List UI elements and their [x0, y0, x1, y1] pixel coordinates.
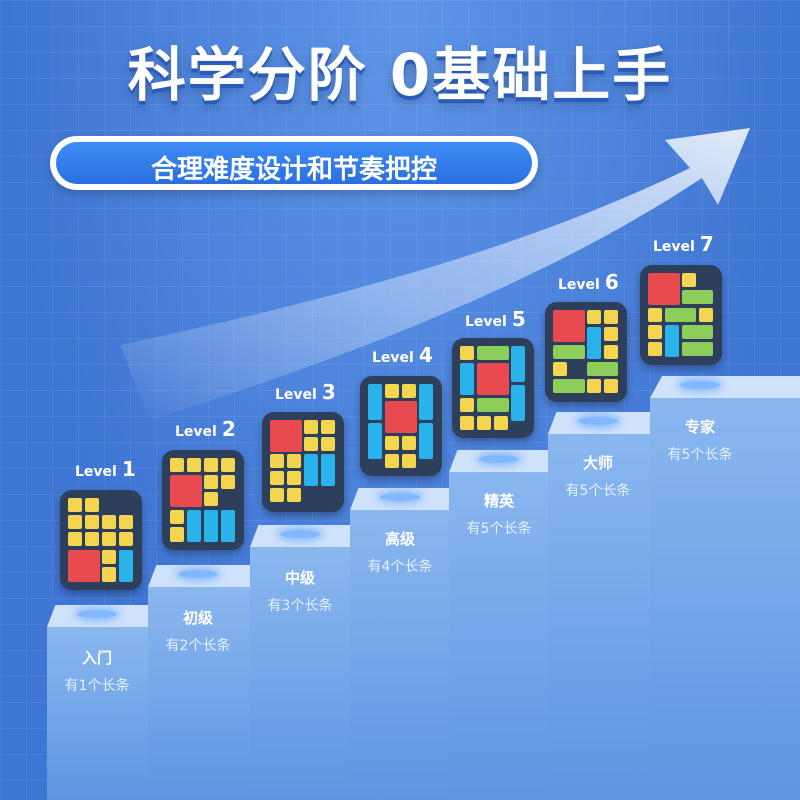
step-desc: 有1个长条	[64, 678, 130, 694]
puzzle-card-icon	[640, 265, 722, 365]
step-name: 精英	[483, 492, 514, 510]
step-name: 中级	[284, 569, 315, 587]
step-name: 大师	[582, 454, 613, 472]
step-desc: 有4个长条	[367, 559, 433, 575]
step-1: 入门 有1个长条	[47, 605, 152, 800]
step-4: 高级 有4个长条	[350, 488, 455, 800]
step-desc: 有5个长条	[667, 447, 733, 463]
step-desc: 有5个长条	[565, 483, 631, 499]
puzzle-card-icon	[60, 490, 142, 590]
step-name: 初级	[182, 609, 213, 627]
step-2: 初级 有2个长条	[148, 565, 253, 800]
step-name: 入门	[81, 649, 112, 667]
step-5: 精英 有5个长条	[449, 450, 554, 800]
puzzle-card-icon	[452, 338, 534, 438]
step-3: 中级 有3个长条	[250, 525, 355, 800]
step-7: 专家 有5个长条	[650, 376, 800, 800]
puzzle-card-icon	[545, 302, 627, 402]
subtitle: 合理难度设计和节奏把控	[150, 155, 437, 185]
step-name: 专家	[684, 418, 715, 436]
page-title: 科学分阶 0基础上手	[127, 41, 673, 109]
step-desc: 有2个长条	[165, 638, 231, 654]
puzzle-card-icon	[360, 376, 442, 476]
puzzle-card-icon	[162, 450, 244, 550]
subtitle-pill: 合理难度设计和节奏把控	[50, 136, 538, 190]
puzzle-card-icon	[262, 412, 344, 512]
step-name: 高级	[384, 530, 415, 548]
step-desc: 有5个长条	[466, 521, 532, 537]
step-6: 大师 有5个长条	[548, 412, 653, 800]
step-desc: 有3个长条	[267, 598, 333, 614]
